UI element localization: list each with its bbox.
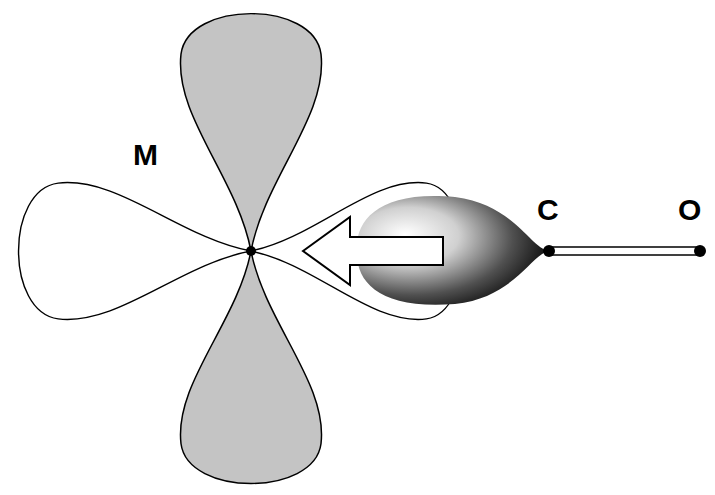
metal-atom [246, 246, 256, 256]
oxygen-atom [694, 245, 706, 257]
atom-label: O [678, 195, 701, 225]
co-bond [549, 247, 700, 255]
donation-arrow [303, 217, 443, 285]
carbon-atom [543, 245, 555, 257]
d-orbital-lobe [180, 251, 321, 483]
d-orbital-lobe [19, 183, 251, 320]
atom-label: C [537, 195, 559, 225]
metal-label: M [133, 140, 158, 170]
d-orbital-lobe [180, 14, 321, 251]
